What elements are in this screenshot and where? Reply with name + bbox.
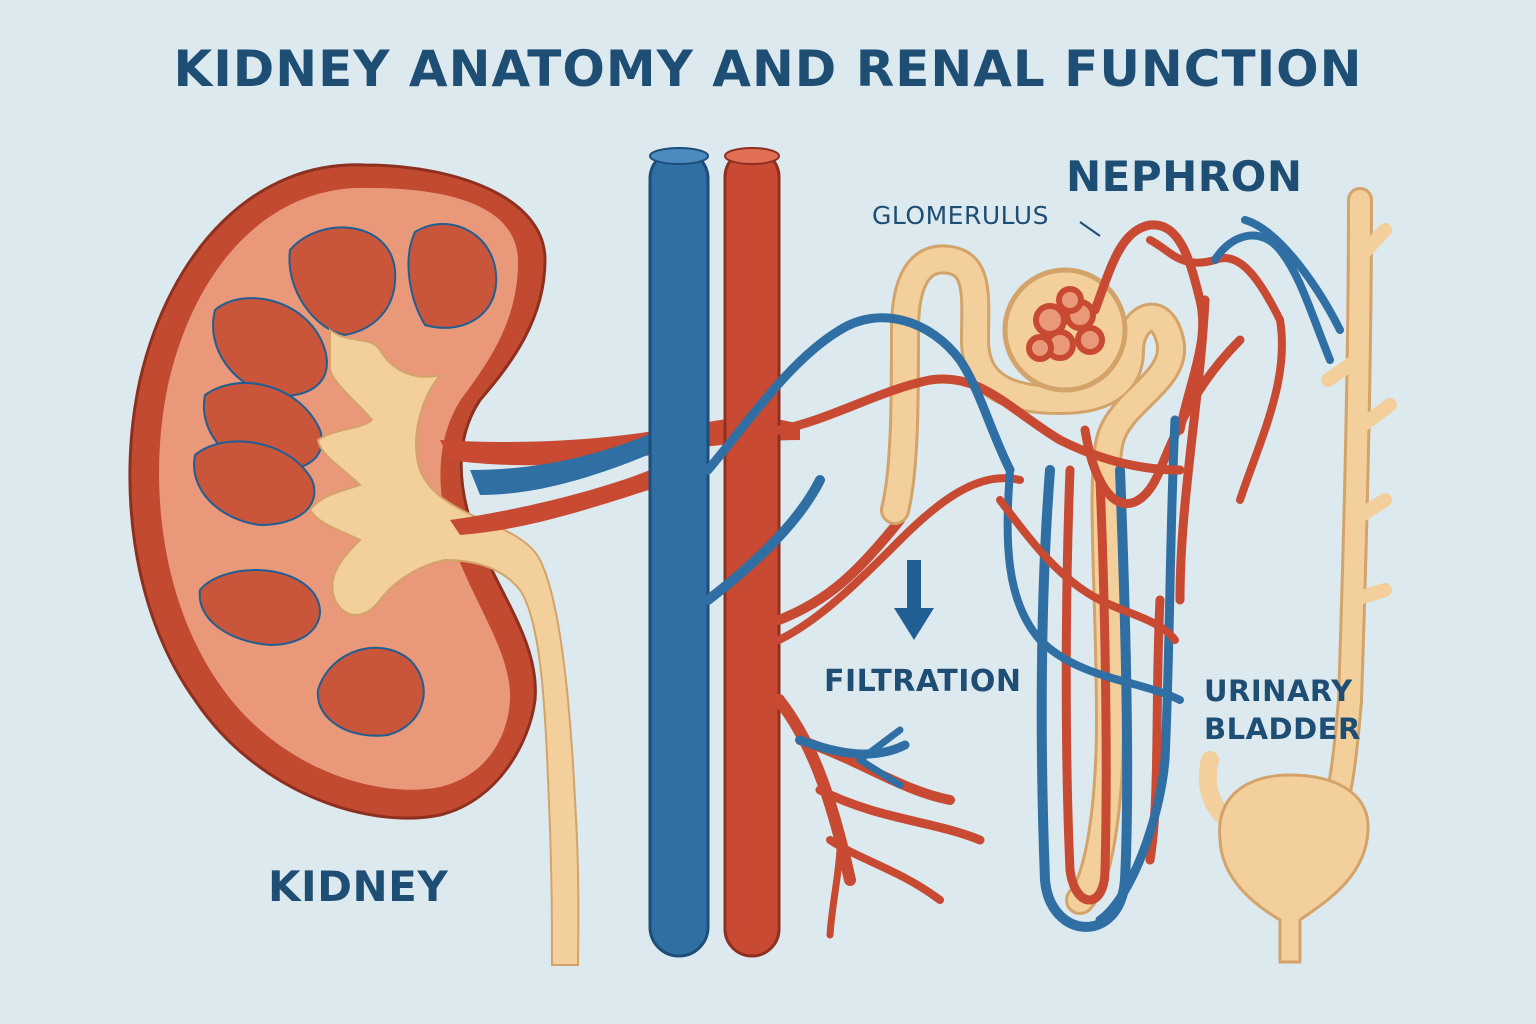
urinary-bladder [1198, 187, 1397, 964]
nephron-label: NEPHRON [1066, 152, 1303, 201]
filtration-arrow-icon [894, 560, 934, 640]
aorta [723, 147, 781, 958]
urinary-bladder-label-line2: BLADDER [1204, 712, 1361, 746]
glomerulus-pointer-line [1079, 221, 1101, 237]
vena-cava [648, 147, 710, 958]
urinary-bladder-label-line1: URINARY [1204, 674, 1353, 708]
urinary-bladder-label: URINARY BLADDER [1204, 672, 1361, 748]
vasa-recta [1036, 465, 1133, 932]
kidney-illustration [128, 163, 800, 966]
kidney-label: KIDNEY [268, 862, 449, 911]
renal-pelvis [308, 328, 580, 966]
renal-artery [440, 417, 800, 466]
filtration-label: FILTRATION [824, 664, 1022, 699]
nephron-illustration [703, 216, 1344, 932]
renal-vein [470, 430, 660, 495]
renal-pyramids [193, 223, 498, 737]
page-title: KIDNEY ANATOMY AND RENAL FUNCTION [173, 40, 1363, 98]
lower-vessel-branches [703, 475, 985, 939]
glomerulus-label: GLOMERULUS [872, 201, 1049, 230]
bladder-body [1218, 773, 1370, 964]
glomerulus-tuft [1026, 286, 1105, 362]
